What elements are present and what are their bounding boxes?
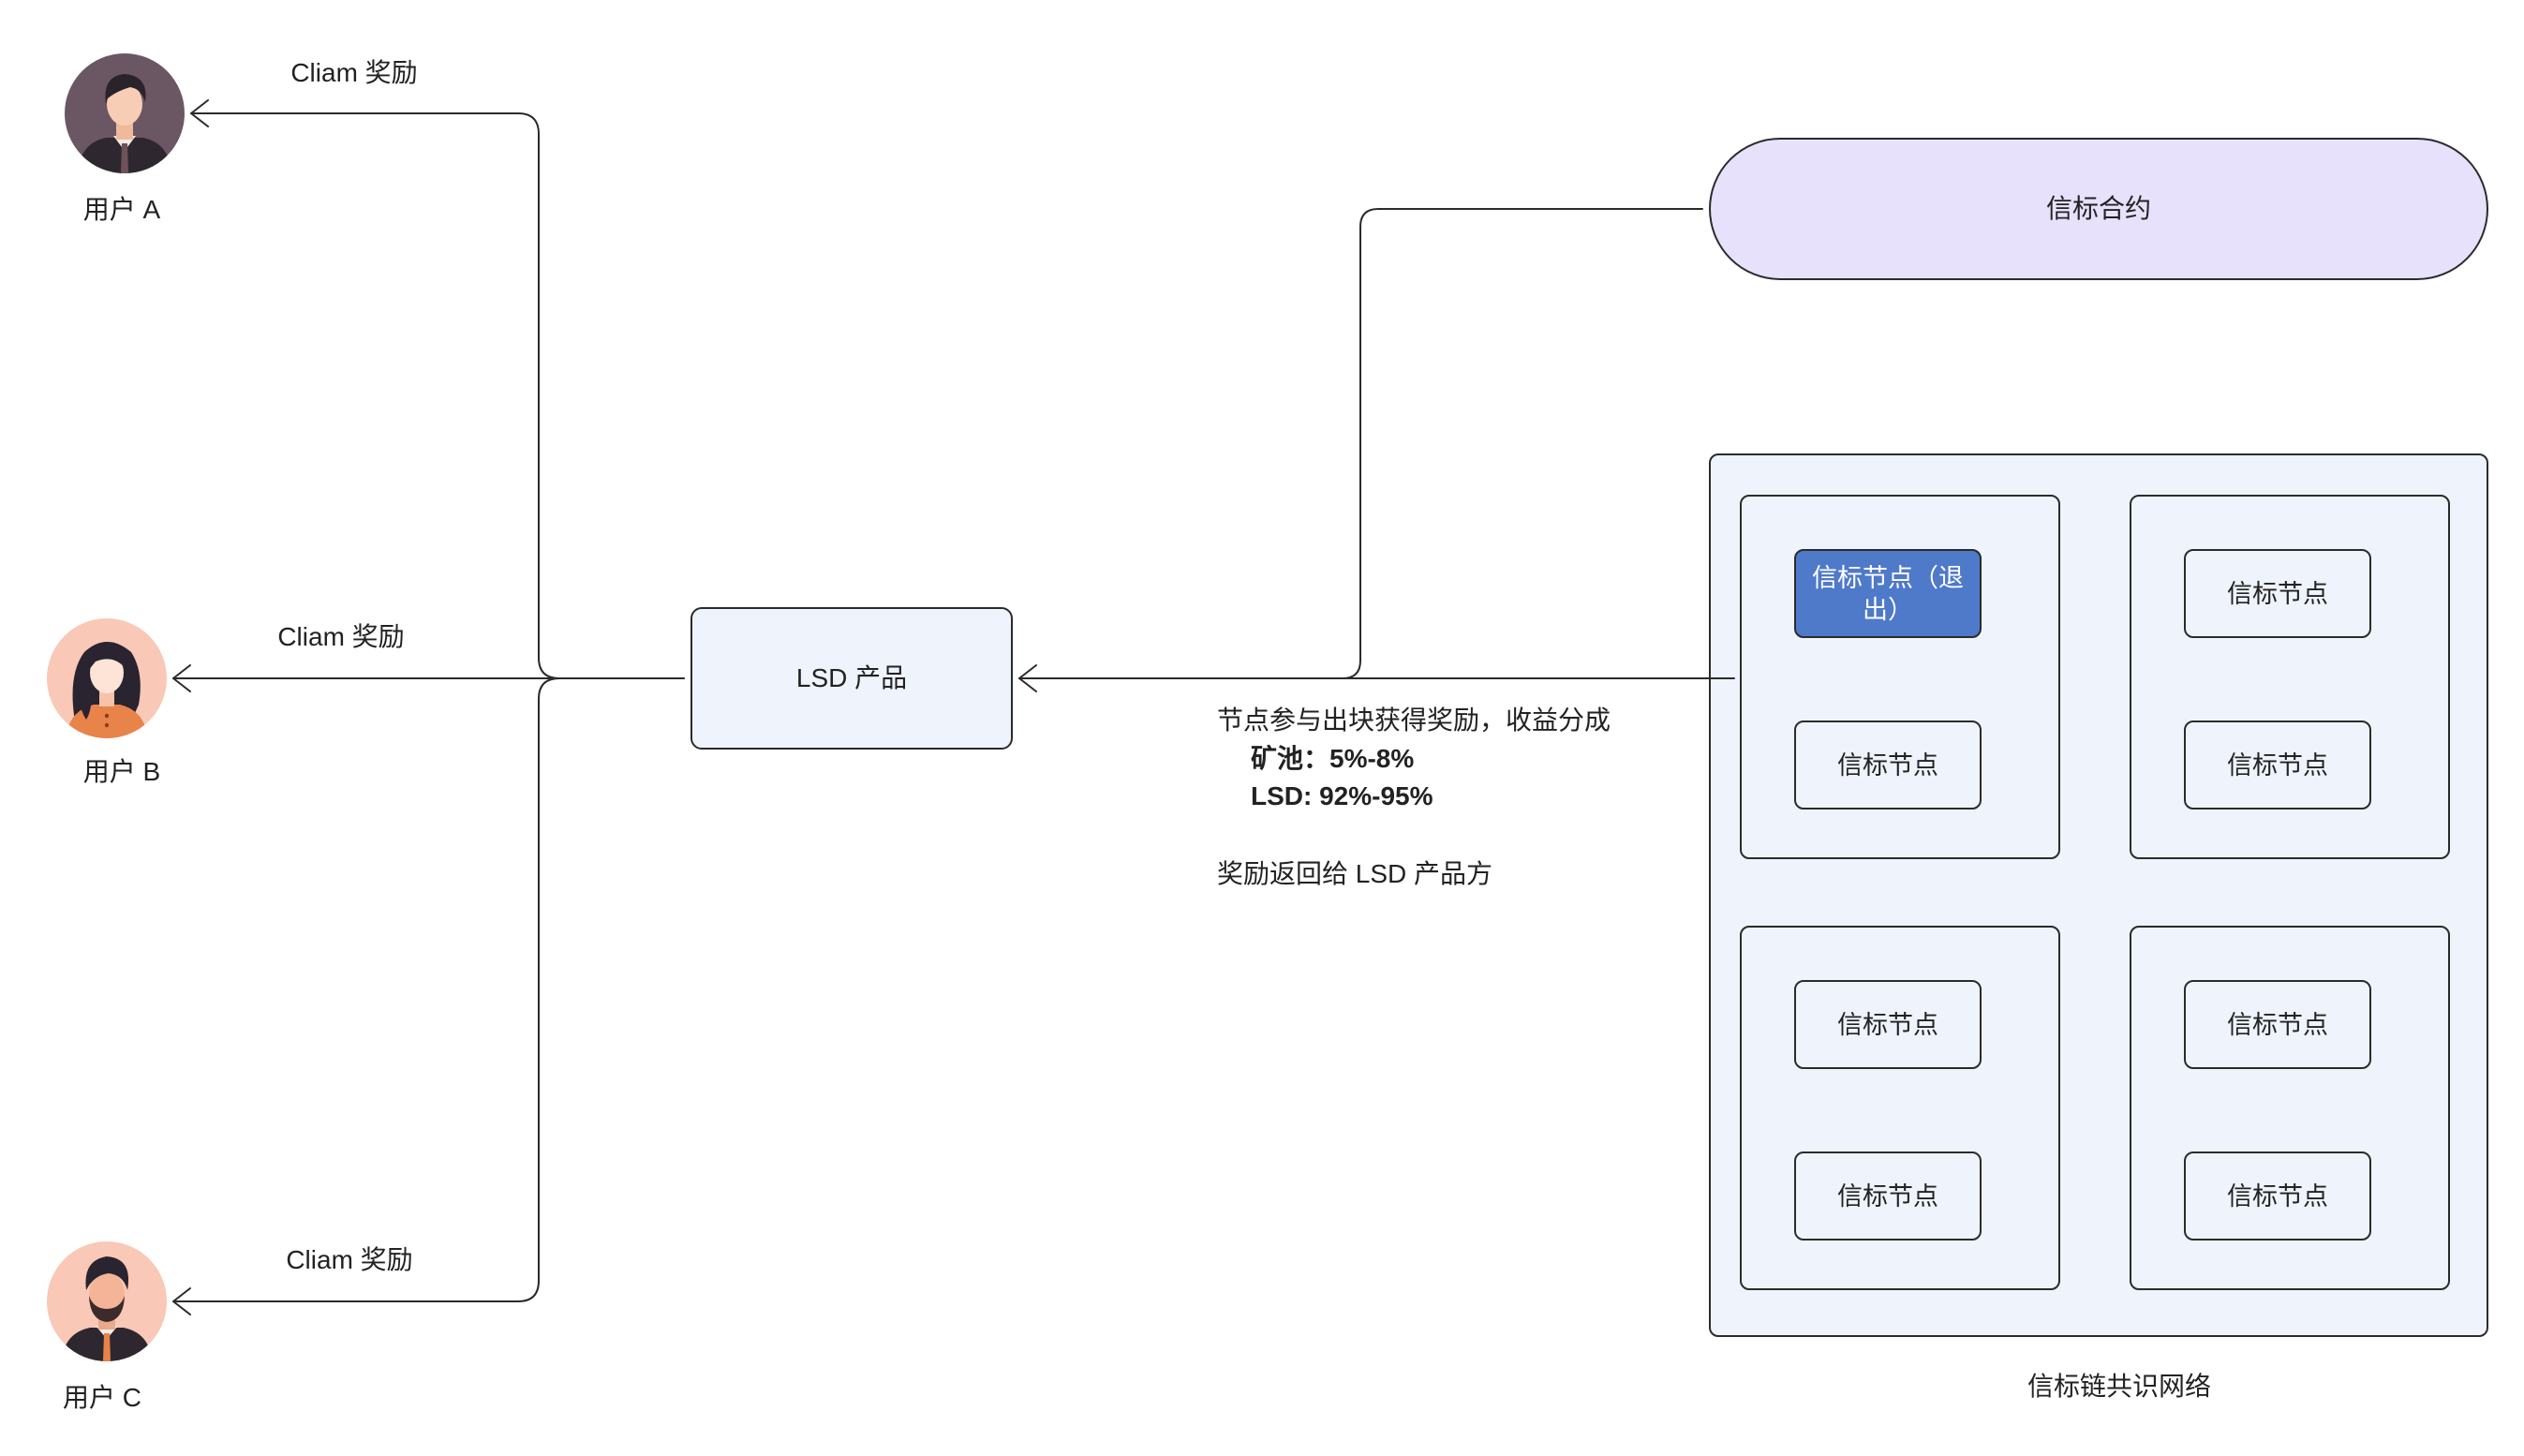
node-group: 信标节点 信标节点 — [2130, 495, 2450, 859]
reward-note-line2: 奖励返回给 LSD 产品方 — [1217, 859, 1493, 888]
reward-note-pool-share: 矿池：5%-8% — [1251, 744, 1415, 773]
beacon-node: 信标节点 — [2184, 980, 2371, 1069]
beacon-network-label: 信标链共识网络 — [2027, 1372, 2211, 1401]
beacon-contract-box: 信标合约 — [1709, 138, 2488, 280]
user-c-label: 用户 C — [62, 1383, 141, 1412]
beacon-node: 信标节点 — [1794, 1151, 1982, 1241]
node-group: 信标节点 信标节点 — [2130, 926, 2450, 1290]
bearded-man-avatar-icon — [47, 1241, 167, 1361]
user-a-reward-label: Cliam 奖励 — [290, 58, 418, 87]
arrow-head-lsd — [1018, 664, 1037, 692]
arrow-head-user-c — [172, 1287, 191, 1315]
beacon-node: 信标节点 — [2184, 549, 2371, 638]
beacon-node: 信标节点 — [2184, 721, 2371, 810]
arrow-head-user-a — [190, 99, 209, 127]
beacon-contract-label: 信标合约 — [2045, 194, 2151, 223]
user-b-reward-label: Cliam 奖励 — [277, 622, 405, 651]
user-b-label: 用户 B — [82, 757, 161, 786]
woman-avatar-icon — [47, 618, 167, 738]
beacon-network-container: 信标节点（退出） 信标节点 信标节点 信标节点 信标节点 信标节点 信标节点 信… — [1709, 453, 2488, 1337]
lsd-product-label: LSD 产品 — [795, 663, 908, 692]
beacon-node: 信标节点 — [2184, 1151, 2371, 1241]
man-with-tie-avatar-icon — [65, 53, 185, 173]
user-c-reward-label: Cliam 奖励 — [286, 1245, 413, 1274]
lsd-product-box: LSD 产品 — [690, 607, 1013, 750]
connector-contract-to-lsd — [1018, 208, 1703, 679]
reward-note-line1: 节点参与出块获得奖励，收益分成 — [1217, 706, 1611, 735]
beacon-node: 信标节点 — [1794, 721, 1982, 810]
node-group: 信标节点（退出） 信标节点 — [1740, 495, 2060, 859]
connector-lsd-to-user-c — [172, 677, 560, 1302]
reward-note-lsd-share: LSD: 92%-95% — [1251, 781, 1433, 810]
connector-lsd-to-user-a — [190, 112, 685, 679]
beacon-node-exited: 信标节点（退出） — [1794, 549, 1982, 638]
arrow-head-user-b — [172, 664, 191, 692]
beacon-node: 信标节点 — [1794, 980, 1982, 1069]
node-group: 信标节点 信标节点 — [1740, 926, 2060, 1290]
user-a-label: 用户 A — [82, 195, 161, 224]
